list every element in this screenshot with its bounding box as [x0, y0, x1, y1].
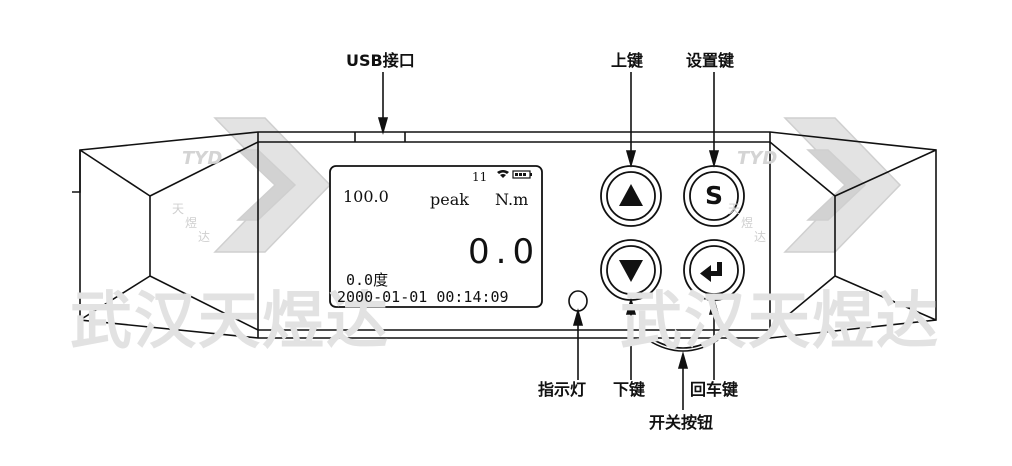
- enter-arrow-icon: [700, 262, 722, 282]
- leader-lines: [377, 72, 720, 410]
- enter-button[interactable]: [683, 239, 745, 301]
- watermark-logo: [213, 117, 902, 253]
- lcd-datetime: 2000-01-01 00:14:09: [337, 288, 509, 306]
- watermark-logo-letters-left: TYD: [182, 148, 223, 169]
- watermark-text-left: 武汉天煜达: [70, 284, 391, 357]
- watermark-logo-char-1: 天: [172, 202, 185, 216]
- set-key-label: 设置键: [686, 51, 735, 70]
- device-body: [72, 131, 937, 352]
- down-button[interactable]: [600, 239, 662, 301]
- set-button-letter[interactable]: S: [704, 181, 723, 210]
- indicator-light-label: 指示灯: [538, 380, 587, 399]
- indicator-light: [568, 290, 588, 312]
- lcd-battery-level: 11: [472, 170, 488, 184]
- watermark-logo-char-5: 煜: [741, 216, 754, 230]
- down-arrow-icon: [619, 260, 643, 282]
- up-key-label: 上键: [611, 51, 644, 70]
- lcd-mode: peak: [430, 190, 469, 209]
- lcd-angle: 0.0度: [346, 271, 389, 289]
- watermark-logo-letters-right: TYD: [737, 148, 778, 169]
- lcd-main-value: 0.0: [468, 232, 541, 272]
- signal-icon: [497, 170, 509, 178]
- power-button-label: 开关按钮: [649, 413, 714, 432]
- up-arrow-icon: [619, 184, 643, 206]
- enter-key-label: 回车键: [690, 380, 739, 399]
- watermark-logo-char-2: 煜: [185, 216, 198, 230]
- watermark-text-right: 武汉天煜达: [620, 284, 941, 357]
- watermark-logo-char-3: 达: [198, 230, 211, 244]
- lcd-screen: [329, 165, 543, 308]
- down-key-label: 下键: [613, 380, 646, 399]
- set-button[interactable]: [683, 165, 745, 227]
- watermark-logo-char-6: 达: [754, 230, 767, 244]
- battery-icon: [512, 170, 532, 179]
- watermark-logo-char-4: 天: [728, 202, 741, 216]
- up-button[interactable]: [600, 165, 662, 227]
- lcd-setpoint: 100.0: [343, 187, 389, 206]
- usb-port-label: USB接口: [346, 51, 415, 70]
- lcd-unit: N.m: [495, 190, 529, 209]
